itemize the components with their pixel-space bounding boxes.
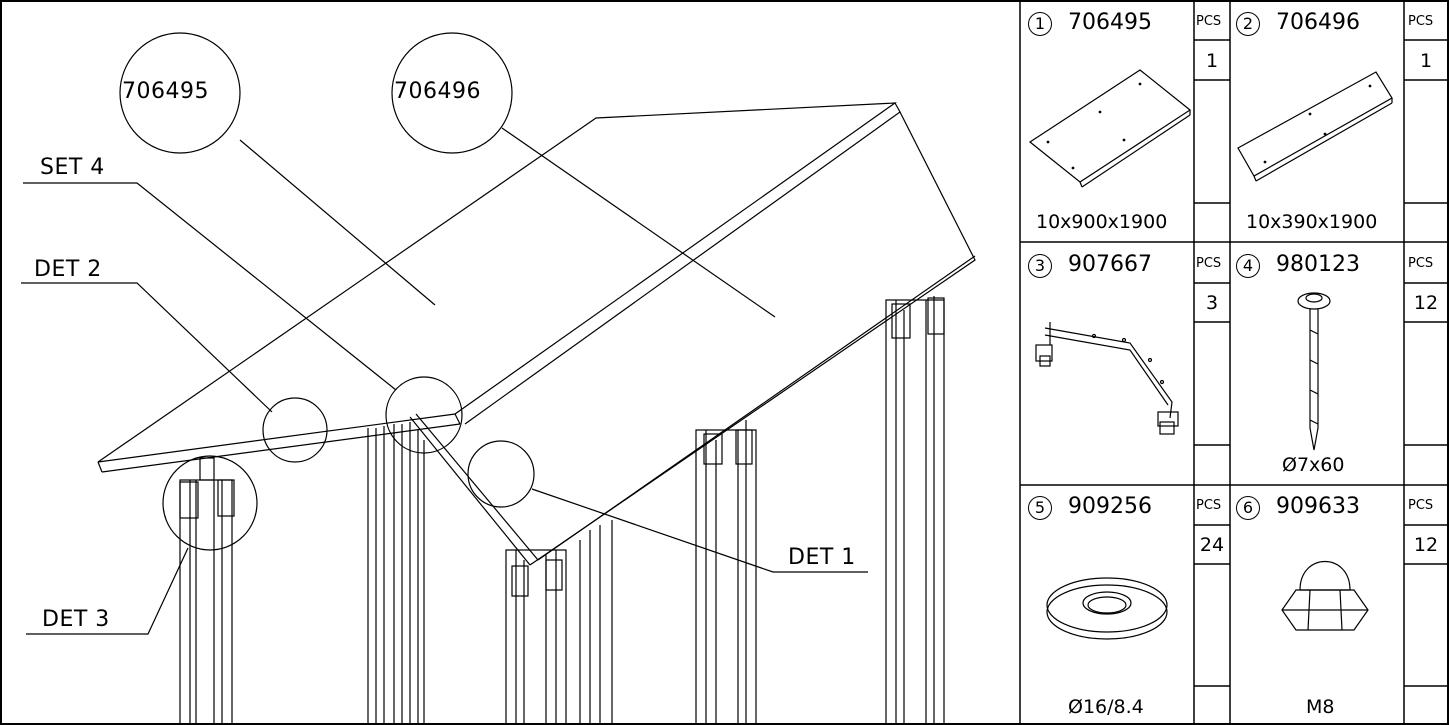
part-code-1: 706495 <box>1068 10 1152 35</box>
part-dim-1: 10x900x1900 <box>1036 211 1168 233</box>
parts-table-grid <box>1019 1 1448 724</box>
part-index-5: 5 <box>1028 496 1052 520</box>
pcs-label-1: PCS <box>1196 14 1222 29</box>
part-dim-6: M8 <box>1306 696 1335 718</box>
callout-det-3: DET 3 <box>42 607 110 632</box>
callout-det-2: DET 2 <box>34 257 102 282</box>
pcs-label-2: PCS <box>1408 14 1434 29</box>
balloon-706495 <box>119 32 241 154</box>
part-qty-4: 12 <box>1413 292 1439 314</box>
part-code-2: 706496 <box>1276 10 1360 35</box>
part-qty-2: 1 <box>1419 50 1433 72</box>
part-qty-1: 1 <box>1205 50 1219 72</box>
roof-panel-right <box>464 102 901 425</box>
narrow-plate-icon <box>1237 71 1393 182</box>
post-middle-left <box>367 422 425 724</box>
det2-circle <box>262 397 328 463</box>
balloon-706496 <box>391 32 513 154</box>
pcs-label-5: PCS <box>1196 498 1222 513</box>
post-front-left <box>179 457 235 725</box>
part-index-2: 2 <box>1236 12 1260 36</box>
roof-panel-left <box>97 102 898 463</box>
part-code-3: 907667 <box>1068 252 1152 277</box>
callout-part-706495: 706495 <box>122 79 209 104</box>
set4-circle <box>385 376 463 454</box>
part-index-6: 6 <box>1236 496 1260 520</box>
post-back-right <box>885 296 945 725</box>
pcs-label-4: PCS <box>1408 256 1434 271</box>
callout-part-706496: 706496 <box>394 79 481 104</box>
washer-icon <box>1046 577 1168 640</box>
pcs-label-6: PCS <box>1408 498 1434 513</box>
part-code-5: 909256 <box>1068 494 1152 519</box>
post-center <box>505 520 613 725</box>
part-dim-4: Ø7x60 <box>1282 454 1345 476</box>
part-qty-5: 24 <box>1199 534 1225 556</box>
part-qty-3: 3 <box>1205 292 1219 314</box>
callout-set-4: SET 4 <box>40 155 105 180</box>
roof-assembly <box>21 32 976 725</box>
det1-circle <box>467 440 535 508</box>
part-index-3: 3 <box>1028 254 1052 278</box>
part-code-4: 980123 <box>1276 252 1360 277</box>
det3-circle <box>162 455 258 551</box>
cap-nut-icon <box>1281 560 1369 631</box>
part-index-4: 4 <box>1236 254 1260 278</box>
part-dim-5: Ø16/8.4 <box>1068 696 1144 718</box>
truss-bracket-icon <box>1035 322 1179 435</box>
part-qty-6: 12 <box>1413 534 1439 556</box>
pcs-label-3: PCS <box>1196 256 1222 271</box>
part-index-1: 1 <box>1028 12 1052 36</box>
plate-icon <box>1028 69 1192 188</box>
part-code-6: 909633 <box>1276 494 1360 519</box>
part-dim-2: 10x390x1900 <box>1246 211 1378 233</box>
post-center-right <box>695 420 757 725</box>
screw-icon <box>1297 292 1331 451</box>
callout-det-1: DET 1 <box>788 545 856 570</box>
